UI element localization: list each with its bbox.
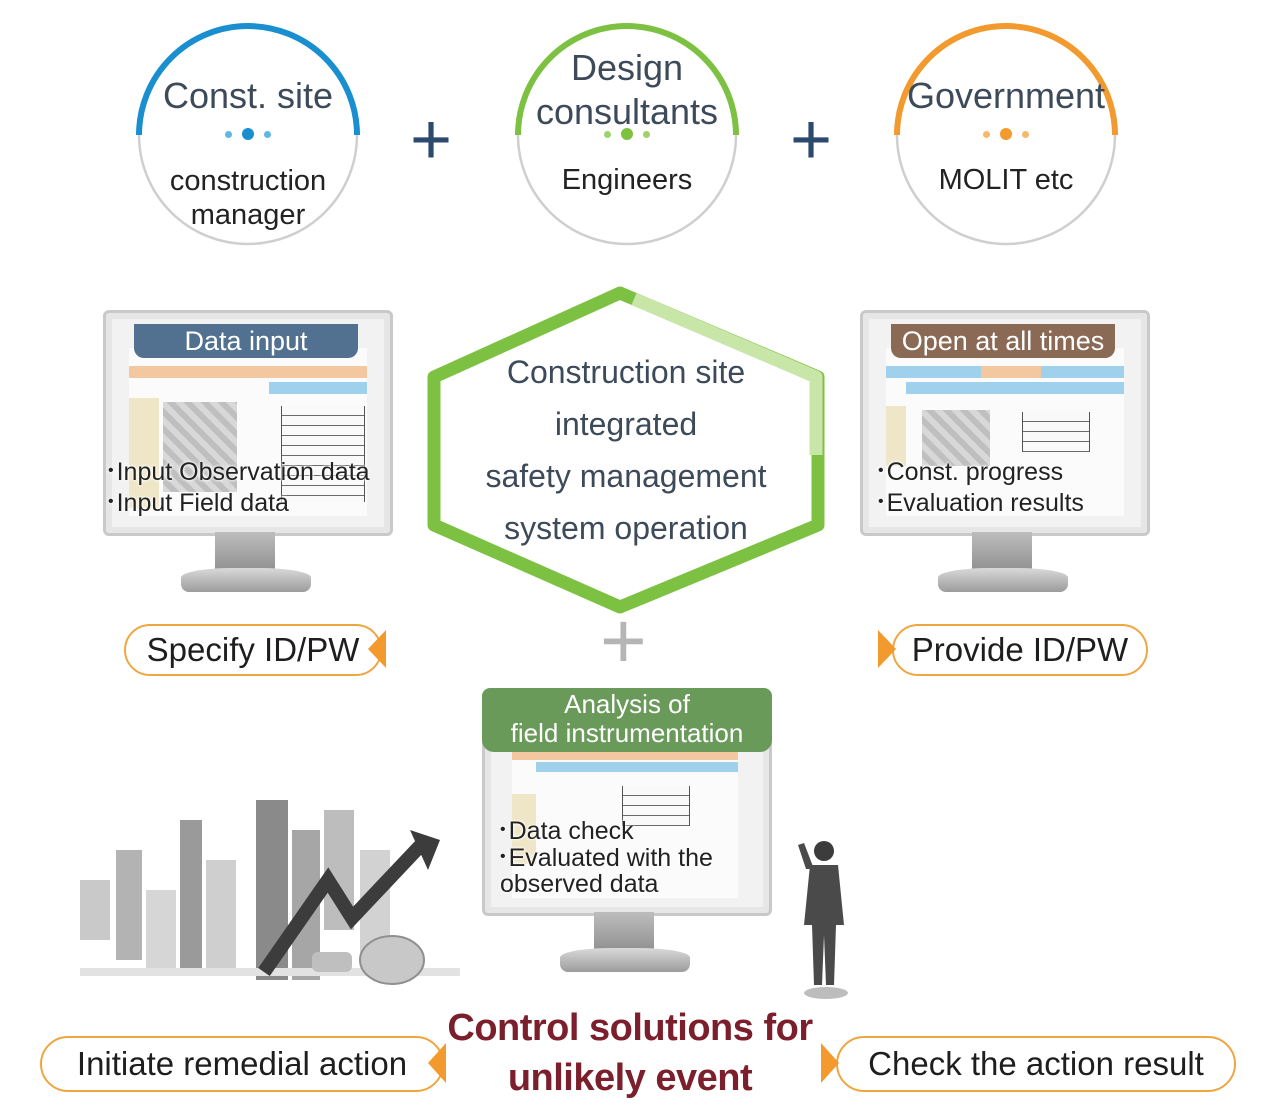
provide-idpw-pill: Provide ID/PW xyxy=(892,624,1148,676)
stakeholder-subtitle: MOLIT etc xyxy=(938,164,1074,196)
stakeholder-title: Const. site xyxy=(162,75,334,116)
plus-sign-center: + xyxy=(600,596,647,685)
dots-divider xyxy=(514,128,740,140)
dots-divider xyxy=(893,128,1119,140)
monitor-analysis: Analysis of field instrumentation xyxy=(482,688,772,980)
monitor-data-input: Data input xyxy=(103,310,393,592)
screen-tag: Data input xyxy=(134,324,358,358)
arrow-right-icon xyxy=(821,1043,839,1083)
stakeholder-subtitle: Engineers xyxy=(561,164,693,196)
check-action-result-pill: Check the action result xyxy=(836,1036,1236,1092)
plus-sign: + xyxy=(790,100,833,180)
bullet-item: Input Observation data xyxy=(108,456,370,487)
bullet-item: Const. progress xyxy=(878,456,1084,487)
city-growth-illustration xyxy=(80,800,460,985)
monitor-open-at-all-times: Open at all times xyxy=(860,310,1150,592)
arrow-right-icon xyxy=(878,630,896,668)
plus-sign: + xyxy=(410,100,453,180)
bullet-item: Evaluation results xyxy=(878,487,1084,518)
arrow-left-icon xyxy=(428,1043,446,1083)
bullet-item: Input Field data xyxy=(108,487,370,518)
bullet-item: Evaluated with the observed data xyxy=(500,844,713,897)
stakeholder-subtitle: construction manager xyxy=(169,165,327,231)
stakeholder-design-consultants: Design consultants Engineers xyxy=(514,22,740,248)
stakeholder-const-site: Const. site construction manager xyxy=(135,22,361,248)
bullet-item: Data check xyxy=(500,817,713,844)
stakeholder-government: Government MOLIT etc xyxy=(893,22,1119,248)
initiate-remedial-pill: Initiate remedial action xyxy=(40,1036,444,1092)
businessman-silhouette xyxy=(798,841,848,999)
arrow-left-icon xyxy=(368,630,386,668)
bullet-list-left: Input Observation data Input Field data xyxy=(108,456,370,518)
bullet-list-bottom: Data check Evaluated with the observed d… xyxy=(500,817,713,897)
bullet-list-right: Const. progress Evaluation results xyxy=(878,456,1084,518)
dots-divider xyxy=(135,128,361,140)
screen-tag: Analysis of field instrumentation xyxy=(482,688,772,752)
center-hexagon xyxy=(427,286,825,614)
specify-idpw-pill: Specify ID/PW xyxy=(124,624,382,676)
screen-tag: Open at all times xyxy=(891,324,1115,358)
control-solutions-title: Control solutions for unlikely event xyxy=(447,1007,813,1099)
center-system-text: Construction site integrated safety mana… xyxy=(485,354,767,546)
stakeholder-title: Government xyxy=(906,75,1106,116)
stakeholder-title: Design consultants xyxy=(535,47,719,132)
